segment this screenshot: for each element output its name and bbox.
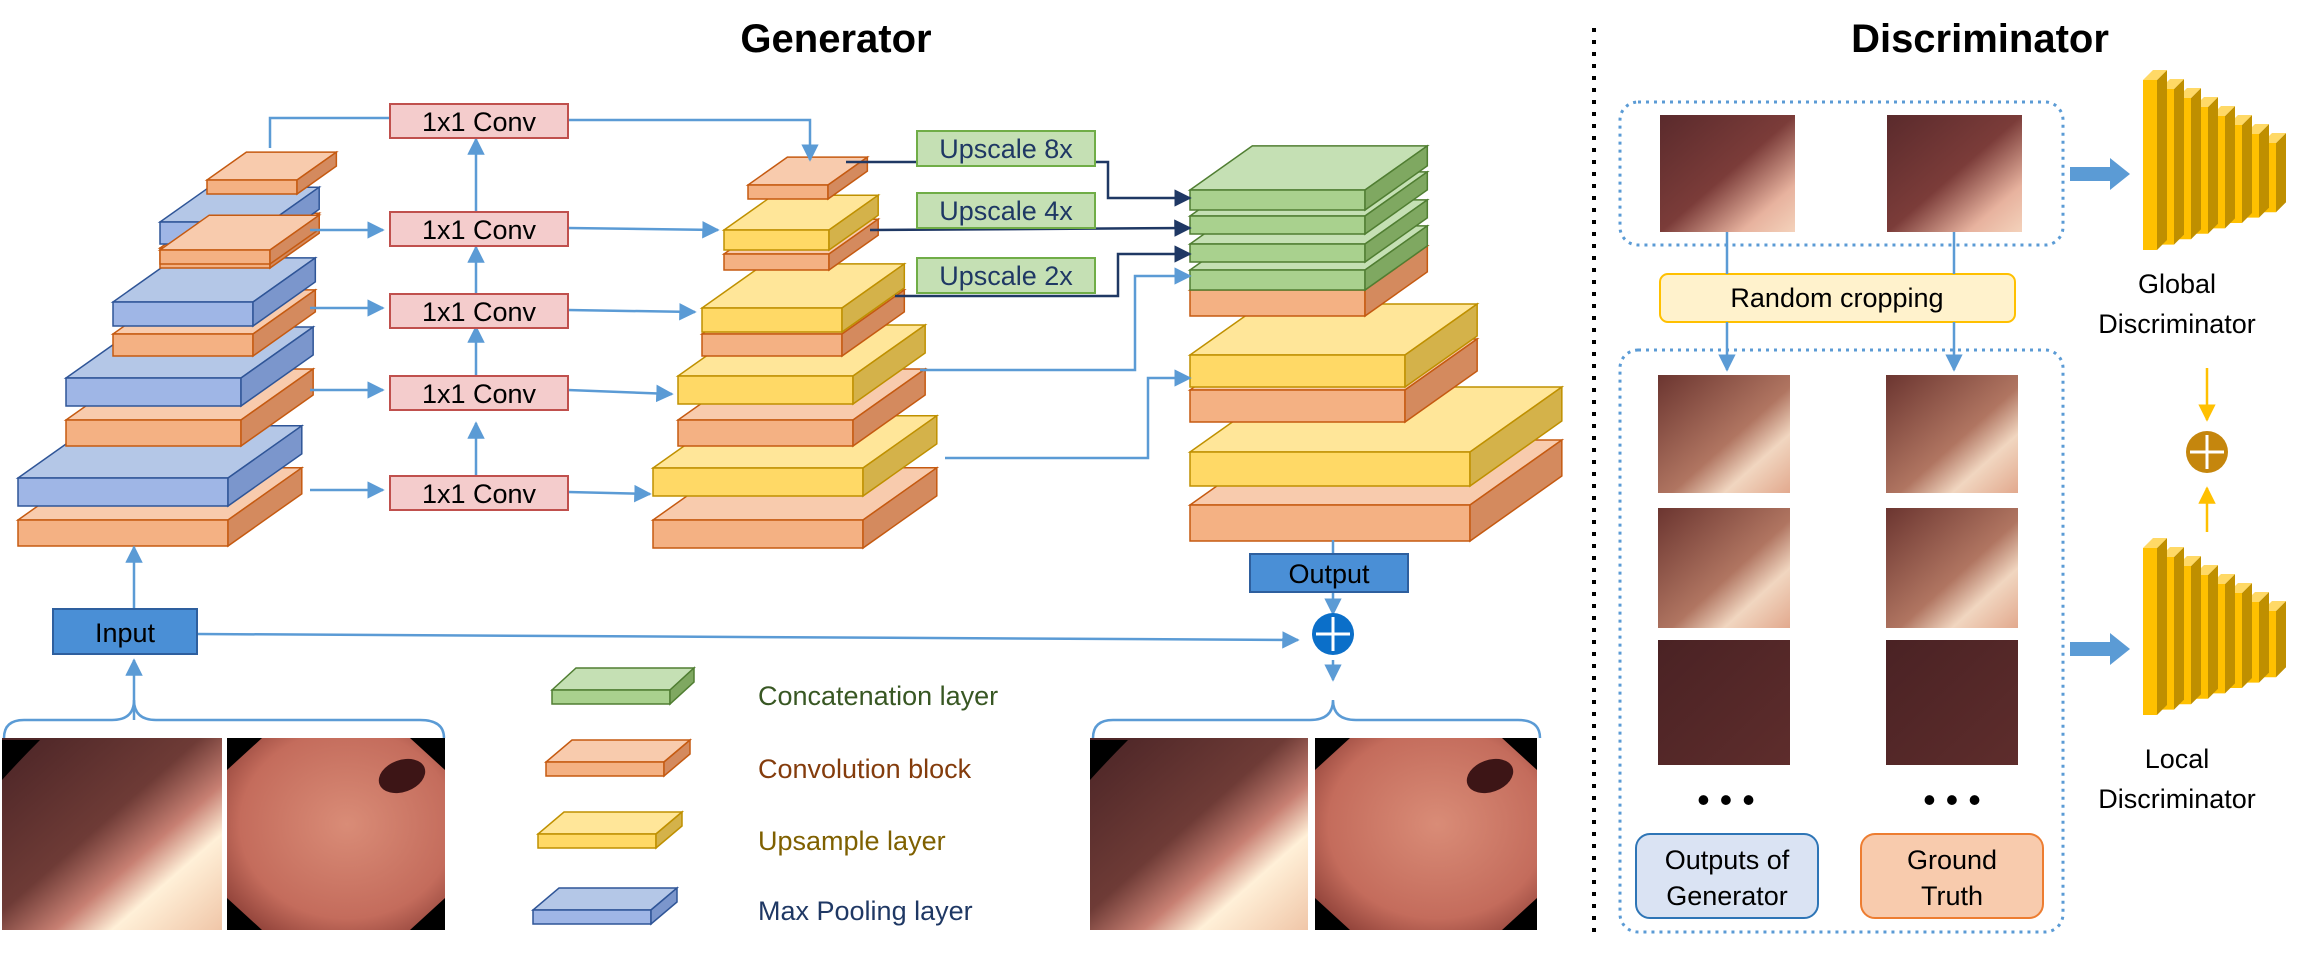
legend-concat-label: Concatenation layer [758,681,998,711]
conv-label-4: 1x1 Conv [422,379,537,409]
plus-symbol-blue [1312,613,1354,655]
ground-truth-line1: Ground [1907,845,1997,875]
output-brace [1091,699,1542,739]
conv-to-decoder-arrows [567,118,819,503]
output-box: Output [1249,553,1409,593]
conv-label-5: 1x1 Conv [422,479,537,509]
skip-to-output-arrows [920,267,1192,460]
arrow-upscale-2x [895,245,1192,298]
input-images [2,738,445,930]
arrow-conv4-decoder [567,384,674,403]
input-brace [2,699,446,739]
legend-conv-label: Convolution block [758,754,972,784]
global-disc-line2: Discriminator [2098,309,2256,339]
arrow-conv3-decoder [567,303,697,321]
outputs-of-generator-line2: Generator [1666,881,1788,911]
ground-truth-line2: Truth [1921,881,1983,911]
crop-arrows [1718,232,1963,372]
crop-gen-2 [1658,508,1790,628]
discriminator-title: Discriminator [1851,17,2109,61]
legend-upsample-label: Upsample layer [758,826,946,856]
global-images [1660,115,2022,232]
input-label: Input [95,618,156,648]
random-cropping-box: Random cropping [1659,273,2016,323]
crop-gen-1 [1658,375,1790,493]
enc-pool-3 [110,256,318,328]
output-image-1 [1090,738,1308,930]
layer-stacks [15,144,1565,550]
legend: Concatenation layer Convolution block Up… [530,666,998,926]
plus-symbol-gold [2186,431,2228,473]
dec-up-2 [699,262,907,334]
disc-plate-1 [2143,538,2167,715]
input-image-1 [2,738,222,930]
arrow-dec-out-1 [920,267,1192,372]
enc-conv-1 [204,150,339,196]
conv-label-2: 1x1 Conv [422,215,537,245]
upscale-label-8x: Upscale 8x [939,134,1073,164]
conv-label-1: 1x1 Conv [422,107,537,137]
legend-concat: Concatenation layer [550,666,998,711]
crop-gen-3 [1658,640,1790,765]
arrow-conv2-decoder [567,221,720,239]
output-images [1090,738,1537,930]
ellipsis-gen: • • • [1697,779,1755,820]
disc-plate-1 [2143,70,2167,250]
io-arrows [125,540,1342,720]
dec-up-1 [721,193,881,252]
crop-truth-3 [1886,640,2018,765]
outputs-of-generator-line1: Outputs of [1665,845,1790,875]
arrow-conv5-decoder [567,484,652,503]
upscale-boxes: Upscale 8x Upscale 4x Upscale 2x [916,130,1096,294]
conv-box-1: 1x1 Conv [389,103,569,139]
global-image-generator [1660,115,1795,232]
legend-maxpool: Max Pooling layer [530,886,973,926]
conv-box-3: 1x1 Conv [389,293,569,329]
upscale-box-2x: Upscale 2x [916,257,1096,294]
arrow-local-frame-disc [2070,633,2130,665]
local-disc-line2: Discriminator [2098,784,2256,814]
upscale-box-8x: Upscale 8x [916,130,1096,167]
ground-truth-box: Ground Truth [1860,833,2044,919]
conv-box-4: 1x1 Conv [389,375,569,411]
arrow-conv1-decoder [568,118,819,162]
arrow-global-frame-disc [2070,158,2130,190]
arrow-top-to-conv [268,116,390,148]
upscale-label-4x: Upscale 4x [939,196,1073,226]
local-discriminator-net [2143,538,2286,715]
outputs-of-generator-box: Outputs of Generator [1635,833,1819,919]
conv-box-5: 1x1 Conv [389,475,569,511]
encoder-to-conv-arrows [268,116,390,499]
random-cropping-label: Random cropping [1730,283,1943,313]
enc-conv-2b [157,213,322,266]
out-concat-1 [1187,144,1430,212]
conv-box-2: 1x1 Conv [389,211,569,247]
crop-truth-1 [1886,375,2018,493]
cropped-images [1658,375,2018,765]
legend-conv: Convolution block [543,738,972,784]
arrow-input-skip [196,631,1300,649]
legend-maxpool-label: Max Pooling layer [758,896,973,926]
output-label: Output [1288,559,1370,589]
legend-upsample: Upsample layer [535,810,946,856]
crop-truth-2 [1886,508,2018,628]
generator-title: Generator [740,17,931,61]
global-image-truth [1887,115,2022,232]
upscale-box-4x: Upscale 4x [916,192,1096,229]
local-disc-line1: Local [2145,744,2210,774]
conv-label-3: 1x1 Conv [422,297,537,327]
global-images-frame [1618,100,2065,247]
dec-conv-0 [745,155,870,201]
arrow-dec-out-2 [945,369,1192,460]
input-box: Input [52,608,198,655]
ellipsis-truth: • • • [1923,779,1981,820]
upscale-label-2x: Upscale 2x [939,261,1073,291]
conv-boxes: 1x1 Conv 1x1 Conv 1x1 Conv 1x1 Conv 1x1 … [389,103,569,511]
global-discriminator-net [2143,70,2286,250]
global-disc-line1: Global [2138,269,2216,299]
